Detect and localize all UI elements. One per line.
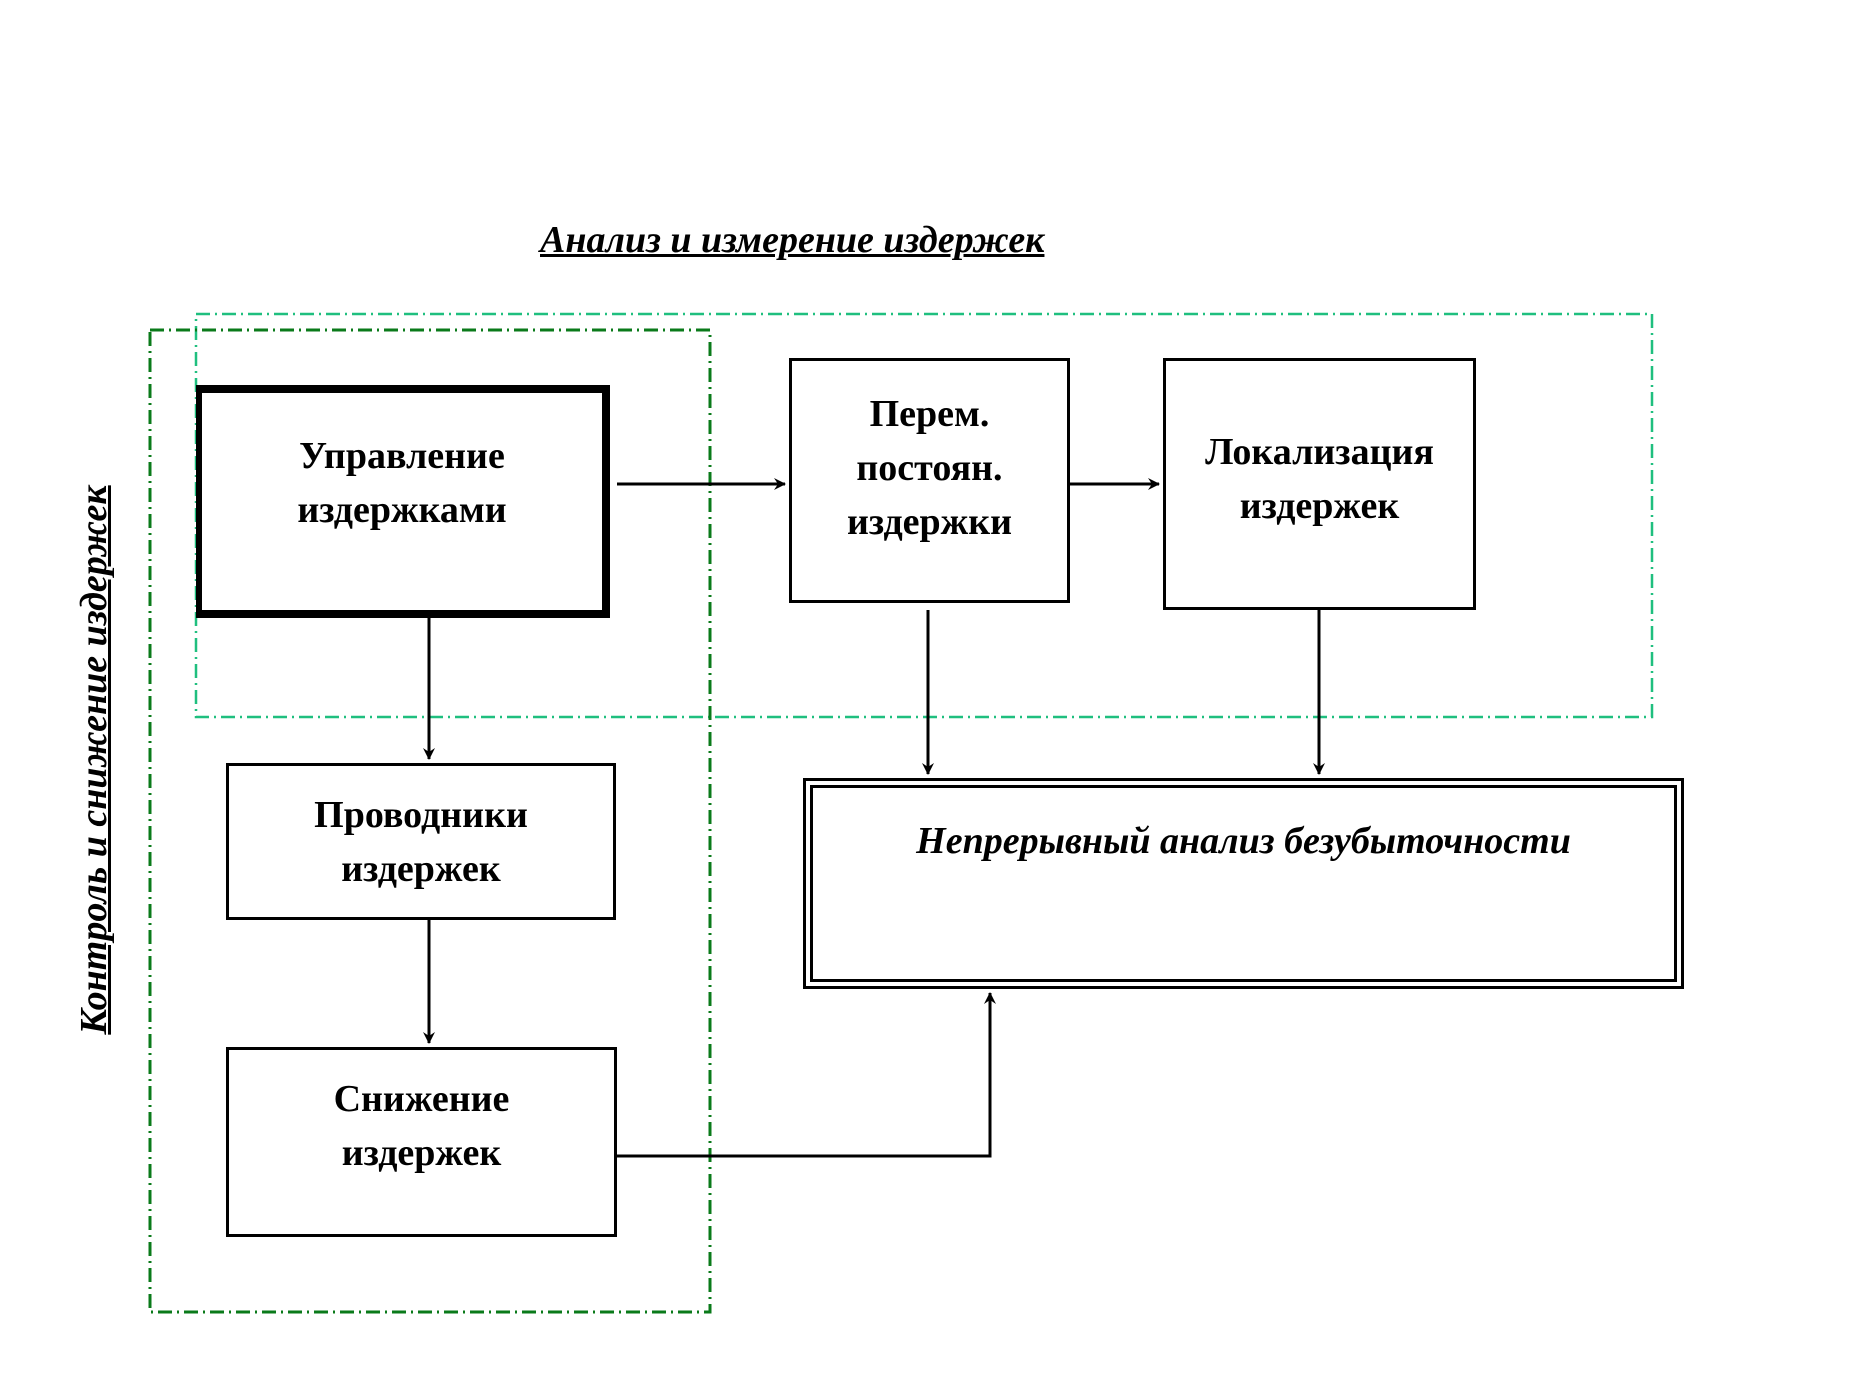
breakeven-analysis-box: Непрерывный анализ безубыточности (803, 778, 1684, 989)
cost-localization-box: Локализация издержек (1163, 358, 1476, 610)
control-group-frame (148, 328, 712, 1314)
variable-fixed-costs-box: Перем. постоян. издержки (789, 358, 1070, 603)
cost-reduction-label: Снижение издержек (333, 1078, 510, 1174)
cost-reduction-box: Снижение издержек (226, 1047, 617, 1237)
cost-drivers-label: Проводники издержек (314, 793, 528, 890)
cost-drivers-box: Проводники издержек (226, 763, 616, 920)
breakeven-analysis-label: Непрерывный анализ безубыточности (916, 820, 1571, 862)
cost-management-label: Управление издержками (297, 435, 507, 531)
variable-fixed-costs-label: Перем. постоян. издержки (846, 393, 1013, 543)
analysis-group-title: Анализ и измерение издержек (540, 219, 1045, 261)
cost-localization-label: Локализация издержек (1205, 431, 1434, 527)
arrow-reduction-to-breakeven (617, 992, 996, 1158)
cost-management-box: Управление издержками (196, 385, 610, 618)
